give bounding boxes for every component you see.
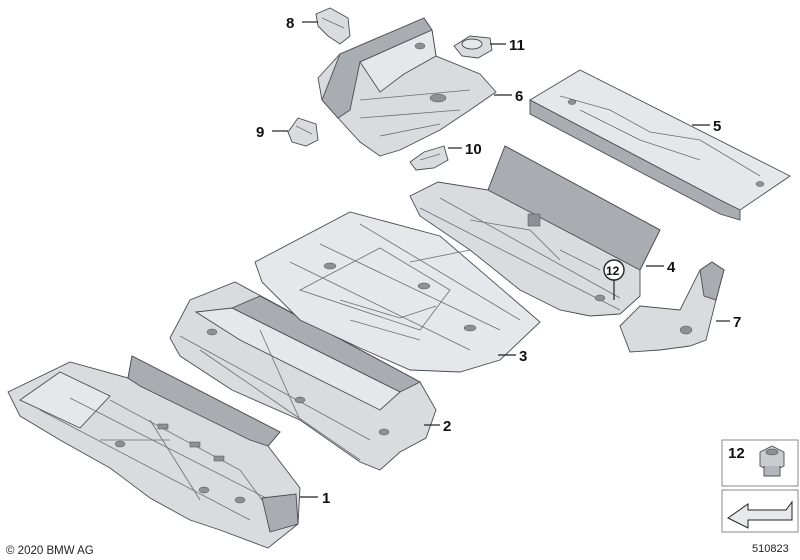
direction-arrow-icon	[727, 500, 793, 529]
callout-10: 10	[465, 141, 482, 158]
callout-4: 4	[667, 259, 676, 276]
callout-9: 9	[256, 124, 264, 141]
legend-box: 12	[721, 439, 799, 533]
legend-label-12: 12	[728, 445, 745, 462]
part-5-rear-shelf	[529, 69, 791, 221]
part-6-storage-tray	[317, 17, 497, 157]
callout-6: 6	[515, 88, 523, 105]
callout-8: 8	[286, 15, 294, 32]
callout-7: 7	[733, 314, 741, 331]
callout-1: 1	[322, 490, 330, 507]
callout-11: 11	[509, 37, 525, 54]
part-10-small-bracket	[409, 145, 449, 171]
part-8-small-bracket	[315, 7, 351, 45]
part-7-bracket	[619, 261, 725, 353]
part-1-floor-front	[7, 355, 301, 549]
nut-icon	[759, 445, 785, 477]
callout-5: 5	[713, 118, 721, 135]
part-11-cap	[453, 35, 493, 59]
part-9-small-bracket	[287, 117, 319, 147]
callout-3: 3	[519, 348, 527, 365]
part-2-centre-floor	[169, 281, 437, 471]
callout-2: 2	[443, 418, 451, 435]
diagram-id: 510823	[752, 543, 789, 555]
part-3-floor-pan	[254, 211, 541, 373]
callout-12: 12	[606, 264, 620, 278]
part-4-rear-floor	[409, 145, 661, 317]
copyright-text: © 2020 BMW AG	[6, 545, 94, 557]
callout-12-circle	[603, 259, 625, 281]
